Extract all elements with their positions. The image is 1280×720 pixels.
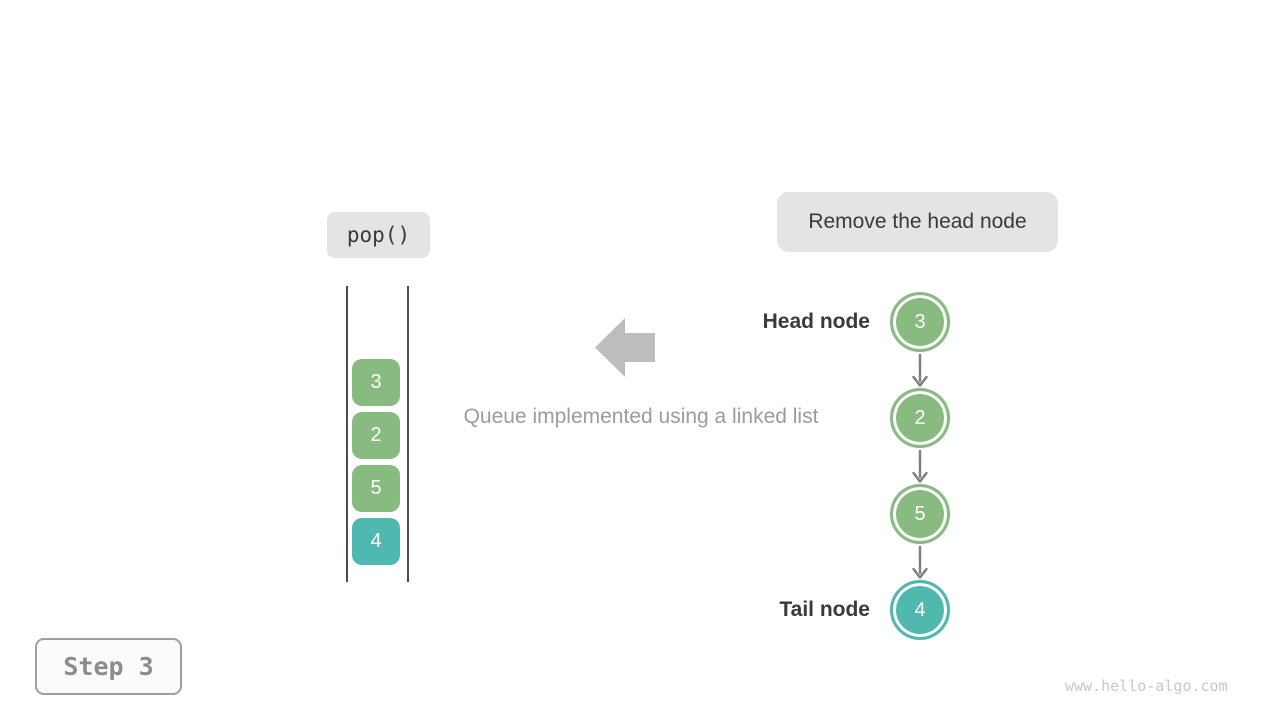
connector-arrow bbox=[912, 353, 928, 387]
caption-text: Queue implemented using a linked list bbox=[463, 405, 819, 428]
tail-node-label: Tail node bbox=[779, 598, 870, 621]
queue-array-left-wall bbox=[346, 286, 348, 582]
connector-arrow bbox=[912, 545, 928, 579]
queue-array-cell: 4 bbox=[352, 518, 400, 565]
linked-list-node: 4 bbox=[890, 580, 950, 640]
remove-head-annotation-badge: Remove the head node bbox=[777, 192, 1058, 252]
connector-arrow bbox=[912, 449, 928, 483]
pop-operation-badge: pop() bbox=[327, 212, 430, 258]
queue-array-right-wall bbox=[407, 286, 409, 582]
linked-list-node: 3 bbox=[890, 292, 950, 352]
queue-array-cell: 2 bbox=[352, 412, 400, 459]
linked-list-connector-arrows bbox=[912, 353, 928, 579]
linked-list-node: 5 bbox=[890, 484, 950, 544]
watermark-text: www.hello-algo.com bbox=[1065, 677, 1228, 695]
queue-array-cell: 3 bbox=[352, 359, 400, 406]
step-badge: Step 3 bbox=[35, 638, 182, 695]
left-block-arrow-icon bbox=[595, 318, 655, 377]
head-node-label: Head node bbox=[762, 310, 870, 333]
linked-list-node: 2 bbox=[890, 388, 950, 448]
queue-array-cell: 5 bbox=[352, 465, 400, 512]
